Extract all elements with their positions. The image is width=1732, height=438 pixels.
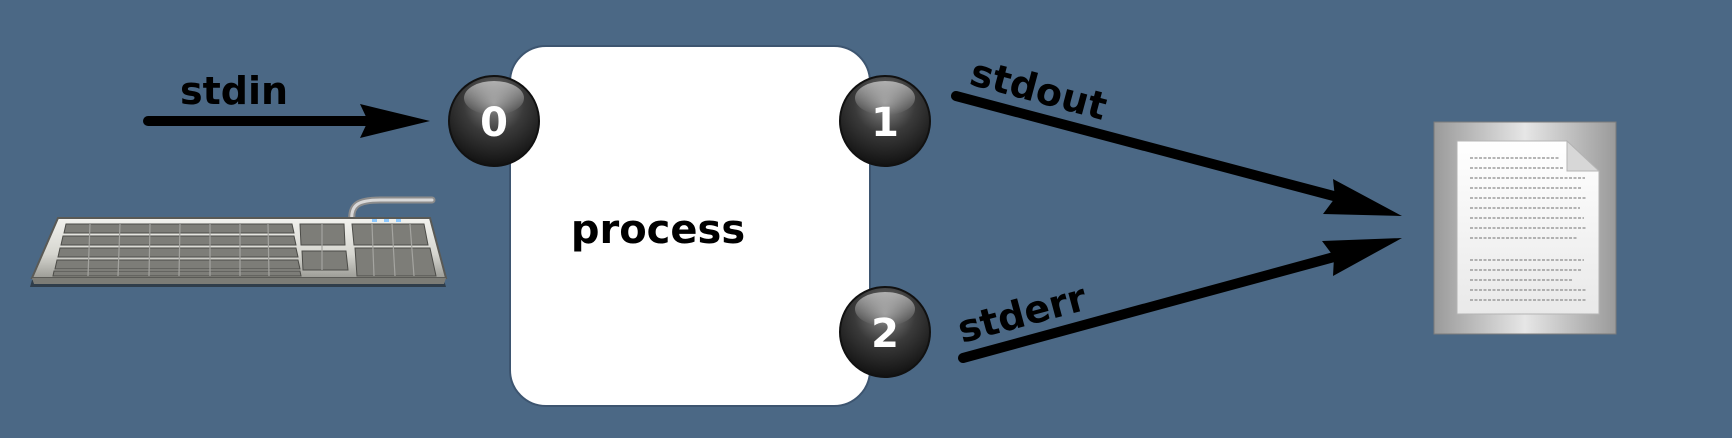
document-icon bbox=[1433, 121, 1617, 335]
port-label-0: 0 bbox=[480, 100, 508, 146]
port-stderr-2: 2 bbox=[839, 286, 931, 378]
port-stdin-0: 0 bbox=[448, 75, 540, 167]
port-label-1: 1 bbox=[871, 100, 899, 146]
port-label-2: 2 bbox=[871, 311, 899, 357]
process-label: process bbox=[571, 207, 745, 253]
stdin-label: stdin bbox=[180, 69, 288, 113]
keyboard-icon bbox=[30, 196, 448, 287]
process-box bbox=[509, 45, 871, 407]
stderr-arrow bbox=[958, 238, 1402, 363]
stdout-arrow bbox=[951, 91, 1402, 216]
port-stdout-1: 1 bbox=[839, 75, 931, 167]
stdin-arrow bbox=[143, 104, 430, 138]
